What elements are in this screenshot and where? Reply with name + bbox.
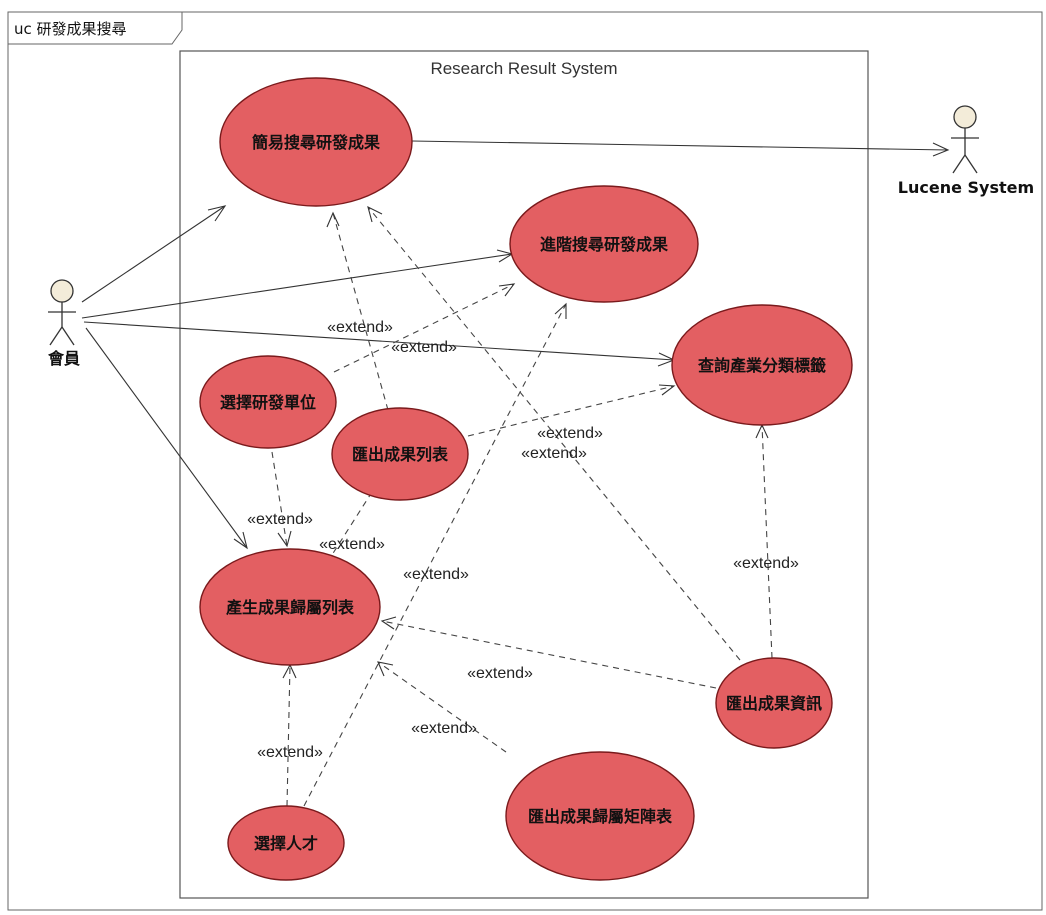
use-case-generate-list[interactable]	[199, 548, 381, 666]
use-case-industry-browse[interactable]	[671, 304, 853, 426]
use-case-simple-search-label: 簡易搜尋研發成果	[251, 133, 380, 152]
extend-label: «extend»	[537, 425, 603, 442]
actor-lucene-label: Lucene System	[898, 178, 1034, 197]
extend-label: «extend»	[319, 536, 385, 553]
extend-export-list-to-industry	[467, 385, 675, 437]
extend-label: «extend»	[257, 744, 323, 761]
extend-labels: «extend» «extend» «extend» «extend» «ext…	[247, 319, 799, 761]
use-case-export-info[interactable]	[715, 657, 833, 749]
use-case-select-talent[interactable]	[227, 805, 345, 881]
extend-label: «extend»	[467, 665, 533, 682]
system-boundary	[179, 50, 869, 899]
frame-tab	[7, 11, 183, 45]
extend-info-to-industry	[761, 424, 773, 659]
use-case-simple-search[interactable]	[219, 77, 413, 207]
diagram-frame	[7, 11, 1043, 911]
extend-label: «extend»	[521, 445, 587, 462]
use-case-select-talent-label: 選擇人才	[254, 834, 318, 853]
actor-member-label: 會員	[47, 349, 80, 368]
extend-export-list-to-simple	[332, 212, 389, 411]
system-boundary-title: Research Result System	[430, 59, 617, 78]
extend-label: «extend»	[327, 319, 393, 336]
extend-label: «extend»	[247, 511, 313, 528]
use-case-export-matrix-label: 匯出成果歸屬矩陣表	[528, 807, 673, 826]
assoc-member-generate	[85, 327, 248, 549]
assoc-simple-lucene	[411, 140, 949, 151]
extend-select-unit-to-advanced	[333, 283, 515, 373]
extend-label: «extend»	[391, 339, 457, 356]
extend-relations	[271, 205, 773, 807]
use-cases: 簡易搜尋研發成果 進階搜尋研發成果 查詢產業分類標籤 選擇研發單位 匯出成果列表…	[199, 77, 853, 881]
use-case-export-matrix[interactable]	[505, 751, 695, 881]
assoc-member-advanced	[81, 253, 513, 319]
use-case-select-unit-label: 選擇研發單位	[220, 393, 316, 412]
use-case-advanced-search-label: 進階搜尋研發成果	[540, 235, 668, 254]
use-case-select-unit[interactable]	[199, 355, 337, 449]
extend-info-to-generate	[381, 620, 717, 689]
actor-member-head	[50, 279, 74, 303]
extend-select-unit-to-generate	[271, 451, 288, 547]
actor-lucene-head	[953, 105, 977, 129]
extend-matrix-to-generate	[377, 661, 507, 753]
extend-info-to-simple	[367, 206, 741, 661]
use-case-industry-browse-label: 查詢產業分類標籤	[698, 356, 826, 375]
frame-label: uc 研發成果搜尋	[14, 20, 127, 38]
use-case-export-info-label: 匯出成果資訊	[726, 694, 822, 713]
use-case-export-list[interactable]	[331, 407, 469, 501]
use-case-generate-list-label: 產生成果歸屬列表	[226, 598, 355, 617]
extend-label: «extend»	[403, 566, 469, 583]
associations	[81, 140, 950, 550]
extend-export-list-to-generate	[329, 491, 373, 559]
use-case-export-list-label: 匯出成果列表	[352, 445, 449, 464]
actor-lucene-system[interactable]: Lucene System	[898, 105, 1034, 197]
extend-label: «extend»	[733, 555, 799, 572]
assoc-member-simple	[81, 205, 226, 303]
actor-member[interactable]: 會員	[47, 279, 80, 368]
extend-talent-to-generate	[286, 664, 291, 807]
assoc-member-industry	[83, 321, 675, 361]
use-case-advanced-search[interactable]	[509, 185, 699, 303]
extend-label: «extend»	[411, 720, 477, 737]
